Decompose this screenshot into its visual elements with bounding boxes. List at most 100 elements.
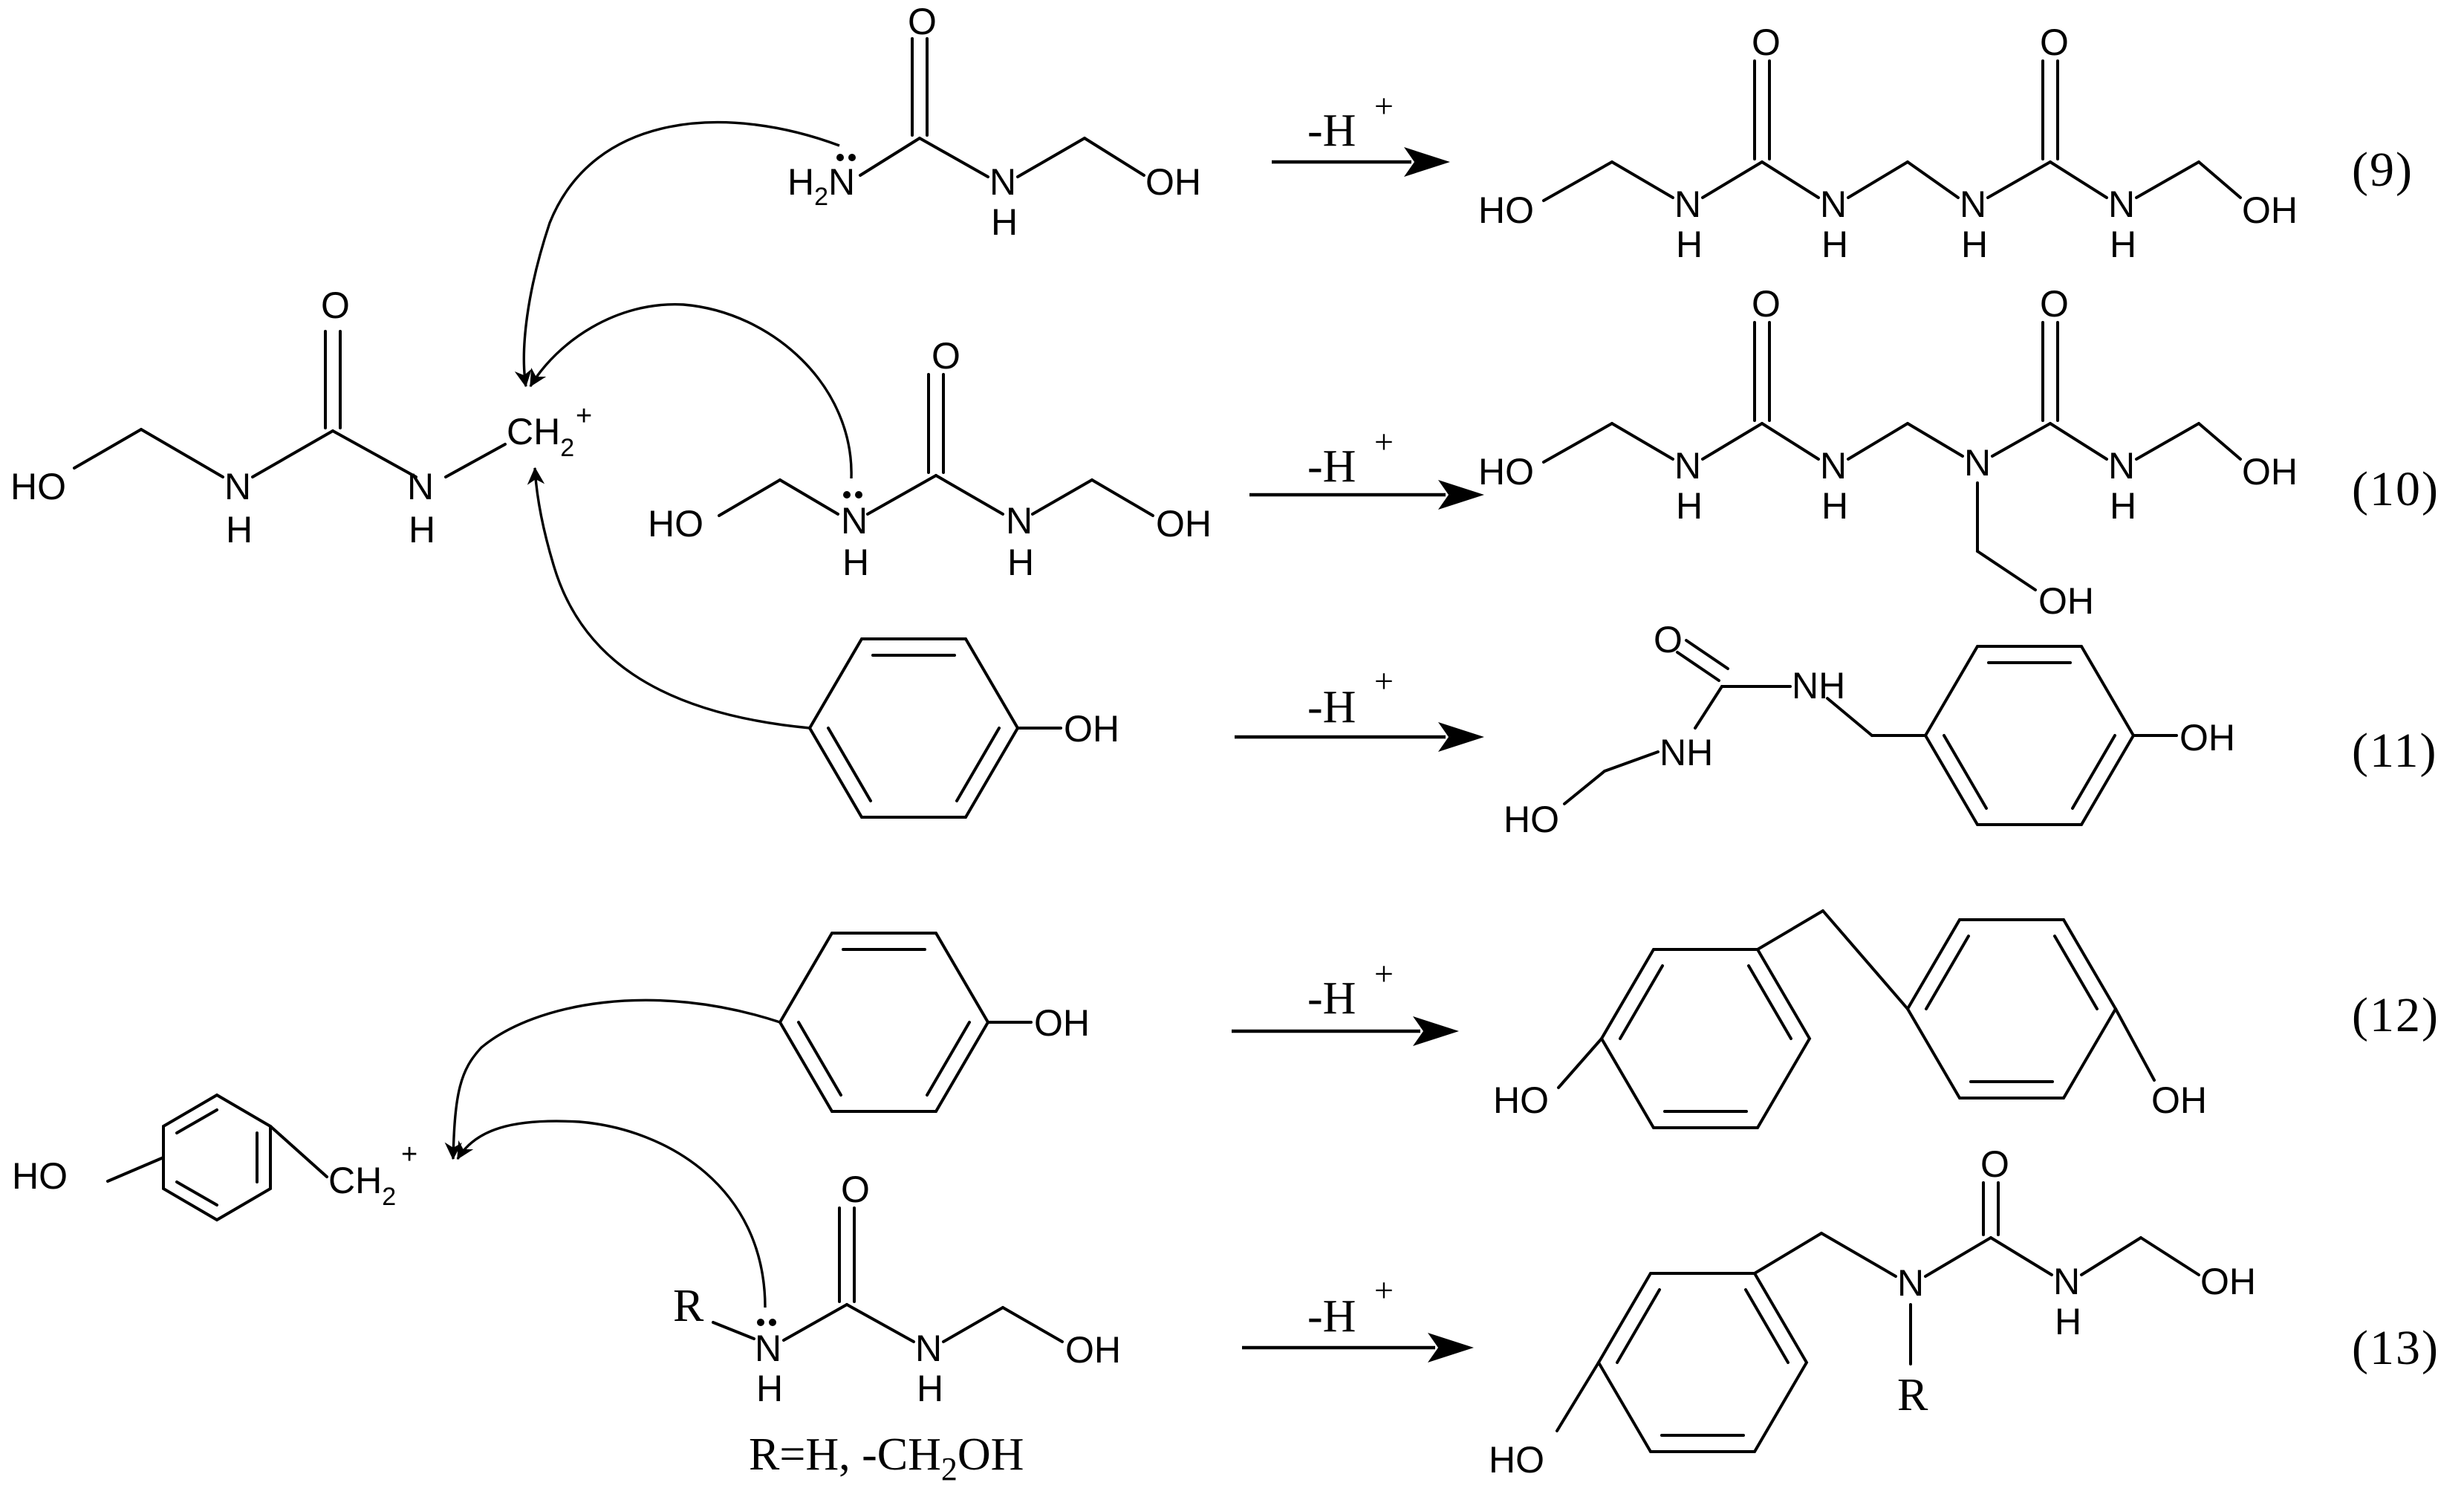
equation-number: (9)	[2352, 143, 2413, 197]
methylene-cation-label: CH2	[507, 411, 574, 462]
nitrogen-label: N	[841, 500, 868, 542]
nitrogen-label: N	[1964, 442, 1991, 484]
equation-number: (13)	[2352, 1321, 2439, 1375]
nitrogen-label: N	[2108, 445, 2135, 487]
hydroxyl-label: OH	[1065, 1329, 1121, 1371]
hydroxyl-label: OH	[1064, 708, 1119, 750]
hydroxyl-label: HO	[1478, 451, 1534, 493]
reaction-arrow-12: -H +	[1232, 955, 1459, 1046]
reaction-arrow-9: -H +	[1272, 87, 1450, 177]
arrow-charge: +	[1374, 87, 1394, 125]
hydrogen-label: H	[842, 542, 869, 583]
nitrogen-label: N	[1897, 1262, 1924, 1304]
hydrogen-label: H	[756, 1368, 783, 1409]
nitrogen-label: N	[2108, 183, 2135, 225]
hydrogen-label: H	[1676, 224, 1703, 265]
product-12: HO OH (12)	[1493, 909, 2439, 1129]
hydrogen-label: H	[991, 201, 1018, 243]
hydroxyl-label: OH	[1156, 503, 1212, 545]
hydrogen-label: H	[409, 509, 435, 550]
arrow-label: -H	[1307, 973, 1356, 1024]
hydroxyl-label: OH	[2242, 451, 2298, 493]
product-9: HO N H O N H N H O N H OH (9)	[1478, 22, 2413, 265]
nitrogen-label: N	[1820, 445, 1847, 487]
arrow-label: -H	[1307, 1291, 1356, 1342]
amine-label: NH	[1660, 732, 1713, 773]
oxygen-label: O	[2040, 283, 2069, 325]
oxygen-label: O	[1654, 619, 1683, 660]
r-group-definition: R=H, -CH2OH	[749, 1429, 1024, 1487]
arrow-label: -H	[1307, 682, 1356, 733]
oxygen-label: O	[908, 1, 937, 42]
nitrogen-label: N	[915, 1328, 942, 1369]
positive-charge-label: +	[576, 400, 592, 432]
oxygen-label: O	[1980, 1143, 2009, 1185]
hydroxyl-label: OH	[2200, 1261, 2256, 1302]
amine-label: H2N	[787, 161, 855, 211]
hydroxyl-label: HO	[10, 466, 66, 507]
dimethylolurea-reactant: HO O N H N H OH	[648, 335, 1212, 583]
hydroxyl-label: HO	[12, 1155, 68, 1197]
positive-charge-label: +	[401, 1139, 417, 1170]
hydrogen-label: H	[2055, 1301, 2081, 1342]
product-10: HO N H O N H N O N H OH OH (10)	[1478, 283, 2439, 622]
hydroxybenzyl-carbocation: HO CH2 +	[12, 1093, 417, 1222]
hydrogen-label: H	[2110, 485, 2136, 527]
reaction-arrow-11: -H +	[1235, 662, 1484, 752]
arrow-charge: +	[1374, 423, 1394, 461]
methylene-cation-label: CH2	[328, 1160, 396, 1211]
reaction-arrow-13: -H +	[1242, 1271, 1474, 1363]
hydrogen-label: H	[226, 509, 253, 550]
amine-label: NH	[1792, 665, 1845, 707]
electron-flow-arrows	[444, 120, 853, 1308]
hydroxyl-label: HO	[648, 503, 703, 545]
oxygen-label: O	[1752, 22, 1781, 63]
hydroxyl-label: OH	[2179, 717, 2235, 759]
r-group-label: R	[1897, 1370, 1928, 1420]
hydrogen-label: H	[917, 1368, 943, 1409]
r-group-label: R	[673, 1281, 704, 1331]
hydroxyl-label: OH	[1034, 1002, 1090, 1044]
substituted-urea-reactant: R O N H N H OH	[673, 1169, 1121, 1409]
hydroxyl-label: HO	[1478, 189, 1534, 231]
nitrogen-label: N	[1006, 500, 1033, 542]
oxygen-label: O	[1752, 283, 1781, 325]
equation-number: (11)	[2352, 724, 2438, 778]
oxygen-label: O	[2040, 22, 2069, 63]
nitrogen-label: N	[2053, 1261, 2080, 1302]
product-13: HO N R O N H OH (13)	[1489, 1143, 2439, 1481]
oxygen-label: O	[321, 285, 350, 326]
hydroxyl-label: HO	[1489, 1439, 1544, 1481]
arrow-charge: +	[1374, 955, 1394, 993]
methylolurea-carbocation: HO N H O N H CH2 +	[10, 285, 592, 550]
reaction-arrow-10: -H +	[1249, 423, 1484, 510]
hydrogen-label: H	[2110, 224, 2136, 265]
arrow-charge: +	[1374, 1271, 1394, 1309]
arrow-charge: +	[1374, 662, 1394, 700]
nitrogen-label: N	[1820, 183, 1847, 225]
hydroxyl-label: OH	[2242, 189, 2298, 231]
hydroxyl-label: OH	[2038, 580, 2094, 622]
oxygen-label: O	[932, 335, 960, 377]
equation-number: (12)	[2352, 988, 2439, 1042]
nitrogen-label: N	[1960, 183, 1986, 225]
hydroxyl-label: OH	[1145, 161, 1201, 203]
nitrogen-label: N	[989, 161, 1016, 203]
hydroxyl-label: OH	[2151, 1079, 2207, 1121]
product-11: HO NH O NH OH (11)	[1504, 619, 2438, 840]
phenol-reactant-a: OH	[807, 637, 1119, 819]
hydrogen-label: H	[1007, 542, 1034, 583]
nitrogen-label: N	[1674, 445, 1701, 487]
arrow-label: -H	[1307, 105, 1356, 156]
nitrogen-label: N	[224, 466, 251, 507]
hydrogen-label: H	[1821, 485, 1848, 527]
oxygen-label: O	[841, 1169, 870, 1210]
equation-number: (10)	[2352, 462, 2439, 516]
monomethylolurea-reactant: O H2N N H OH	[787, 1, 1201, 243]
nitrogen-label: N	[755, 1328, 781, 1369]
hydrogen-label: H	[1676, 485, 1703, 527]
hydroxyl-label: HO	[1504, 799, 1559, 840]
hydrogen-label: H	[1821, 224, 1848, 265]
hydrogen-label: H	[1961, 224, 1988, 265]
